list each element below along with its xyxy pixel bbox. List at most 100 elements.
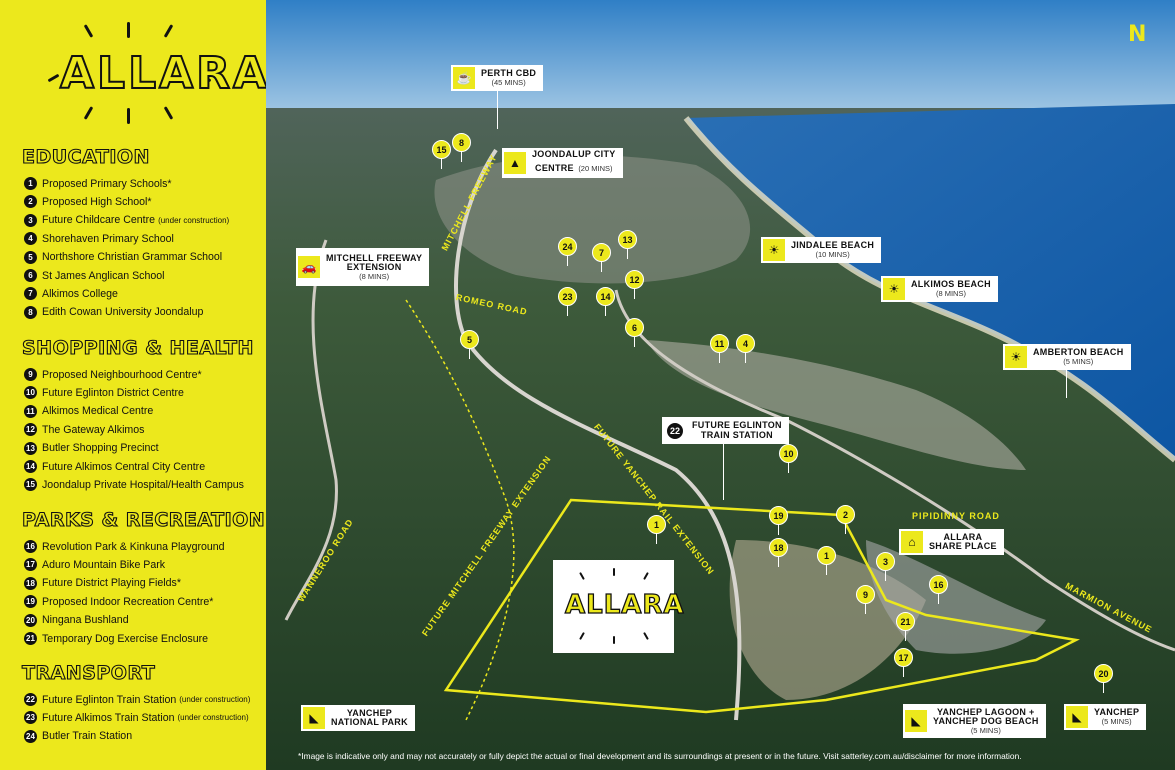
map-marker-17[interactable]: 17 [894, 648, 913, 667]
legend-label: Alkimos College [42, 287, 118, 300]
legend-item: 10 Future Eglinton District Centre [24, 384, 184, 401]
leaf-icon: ◣ [303, 707, 325, 729]
legend-number: 19 [24, 595, 37, 609]
callout-amberton-beach[interactable]: ☀ AMBERTON BEACH(5 MINS) [1003, 344, 1131, 370]
legend-label: Butler Train Station [42, 730, 133, 743]
legend-label: Proposed High School* [42, 195, 152, 208]
legend-number: 20 [24, 613, 37, 627]
sun-icon: ☀ [1005, 346, 1027, 368]
map-marker-13[interactable]: 13 [618, 230, 637, 249]
leaf-icon: ◣ [1066, 706, 1088, 728]
map-marker-2[interactable]: 2 [836, 505, 855, 524]
legend-item: 17 Aduro Mountain Bike Park [24, 556, 165, 573]
legend-number: 17 [24, 558, 37, 572]
sun-icon: ☀ [763, 239, 785, 261]
map-marker-16[interactable]: 16 [929, 575, 948, 594]
map-marker-20[interactable]: 20 [1094, 664, 1113, 683]
legend-number: 23 [24, 711, 37, 725]
map-marker-5[interactable]: 5 [460, 330, 479, 349]
allara-site-logo: ALLARA [553, 560, 684, 653]
map-marker-18[interactable]: 18 [769, 538, 788, 557]
legend-section-title: SHOPPING & HEALTH [21, 336, 254, 359]
legend-number: 11 [24, 404, 37, 418]
callout-jindalee-beach[interactable]: ☀ JINDALEE BEACH(10 MINS) [761, 237, 882, 263]
legend-item: 23 Future Alkimos Train Station(under con… [24, 709, 249, 726]
legend-item: 20 Ningana Bushland [24, 612, 129, 629]
legend-label: Future Eglinton District Centre [42, 386, 184, 399]
legend-number: 7 [24, 287, 37, 301]
road-label-pipidinny-road: PIPIDINNY ROAD [912, 511, 1000, 521]
legend-number: 2 [24, 195, 37, 209]
legend-label: Edith Cowan University Joondalup [42, 306, 204, 319]
brand-title: ALLARA [59, 47, 271, 100]
leaf-icon: ◣ [905, 710, 927, 732]
legend-number: 4 [24, 232, 37, 246]
callout-perth-cbd[interactable]: ☕ PERTH CBD(45 MINS) [451, 65, 544, 91]
map-marker-24[interactable]: 24 [558, 237, 577, 256]
legend-label: Aduro Mountain Bike Park [42, 558, 166, 571]
legend-label: Proposed Neighbourhood Centre* [42, 368, 202, 381]
map-marker-10[interactable]: 10 [779, 444, 798, 463]
car-icon: 🚗 [298, 256, 320, 278]
map-marker-21[interactable]: 21 [896, 612, 915, 631]
map-marker-11[interactable]: 11 [710, 334, 729, 353]
legend-number: 21 [24, 632, 37, 645]
legend-number: 14 [24, 460, 37, 473]
legend-note: (under construction) [177, 713, 249, 723]
sun-icon: ☀ [883, 278, 905, 300]
callout-yanchep[interactable]: ◣ YANCHEP(5 MINS) [1064, 704, 1147, 730]
map-marker-12[interactable]: 12 [625, 270, 644, 289]
map-marker-14[interactable]: 14 [596, 287, 615, 306]
legend-note: (under construction) [158, 215, 230, 225]
legend-label: Shorehaven Primary School [42, 232, 174, 245]
map-marker-6[interactable]: 6 [625, 318, 644, 337]
legend-number: 10 [24, 386, 37, 400]
legend-item: 8 Edith Cowan University Joondalup [24, 304, 203, 321]
map-marker-23[interactable]: 23 [558, 287, 577, 306]
legend-item: 7 Alkimos College [24, 285, 118, 302]
legend-label: Alkimos Medical Centre [42, 405, 154, 418]
map-marker-1[interactable]: 1 [647, 515, 666, 534]
legend-label: Future Eglinton Train Station [42, 693, 177, 706]
callout-yanchep-lagoon[interactable]: ◣ YANCHEP LAGOON +YANCHEP DOG BEACH(5 MI… [903, 704, 1046, 738]
legend-label: Butler Shopping Precinct [42, 442, 159, 455]
legend-number: 9 [24, 368, 37, 381]
legend-label: St James Anglican School [42, 269, 165, 282]
map-marker-19[interactable]: 19 [769, 506, 788, 525]
legend-label: Proposed Indoor Recreation Centre* [42, 595, 214, 608]
callout-alkimos-beach[interactable]: ☀ ALKIMOS BEACH(8 MINS) [881, 276, 998, 302]
legend-number: 8 [24, 305, 37, 319]
legend-number: 16 [24, 540, 37, 553]
cup-icon: ☕ [453, 67, 475, 89]
legend-item: 22 Future Eglinton Train Station(under co… [24, 691, 250, 708]
legend-label: Future Alkimos Train Station [42, 711, 175, 724]
legend-number: 22 [24, 693, 37, 706]
legend-item: 2 Proposed High School* [24, 193, 152, 210]
legend-label: Ningana Bushland [42, 614, 129, 627]
legend-label: Future District Playing Fields* [42, 577, 181, 590]
map-marker-7[interactable]: 7 [592, 243, 611, 262]
map-marker-1[interactable]: 1 [817, 546, 836, 565]
map-marker-3[interactable]: 3 [876, 552, 895, 571]
legend-item: 11 Alkimos Medical Centre [24, 403, 153, 420]
legend-note: (under construction) [179, 695, 251, 704]
map-marker-4[interactable]: 4 [736, 334, 755, 353]
map-marker-9[interactable]: 9 [856, 585, 875, 604]
map-marker-15[interactable]: 15 [432, 140, 451, 159]
legend-label: Northshore Christian Grammar School [42, 251, 223, 264]
map-marker-8[interactable]: 8 [452, 133, 471, 152]
